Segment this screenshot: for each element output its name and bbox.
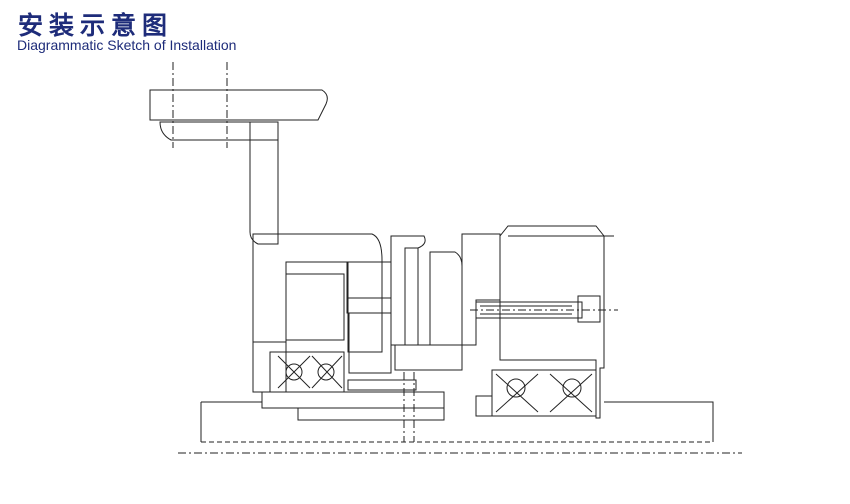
armature-upper [346,261,392,299]
spacer-right [475,395,493,417]
armature-gap [346,297,392,314]
ball-2 [317,363,335,381]
diagram-title-chinese: 安装示意图 [18,11,174,40]
diagram-title-english: Diagrammatic Sketch of Installation [17,37,237,53]
ball-4 [562,378,582,398]
armature-lower [348,312,392,374]
bottom-sleeve [261,391,445,409]
hub-disc [429,251,463,346]
housing [252,233,383,353]
bearing-right [491,369,597,417]
mounting-plate [149,89,328,121]
bolt-head [577,295,601,323]
key [297,407,445,421]
bearing-left-cross [277,355,343,389]
right-housing [499,225,605,419]
pin [347,379,417,391]
ball-1 [285,363,303,381]
mounting-flange [159,121,279,141]
friction-disc [390,235,426,346]
shaft-outline [200,401,714,442]
coil [285,273,345,341]
bearing-right-cross [495,373,593,413]
bearing-left [269,351,345,393]
disc-lines [404,248,419,345]
ball-3 [506,378,526,398]
spacer [394,344,463,371]
right-flange [461,233,501,346]
